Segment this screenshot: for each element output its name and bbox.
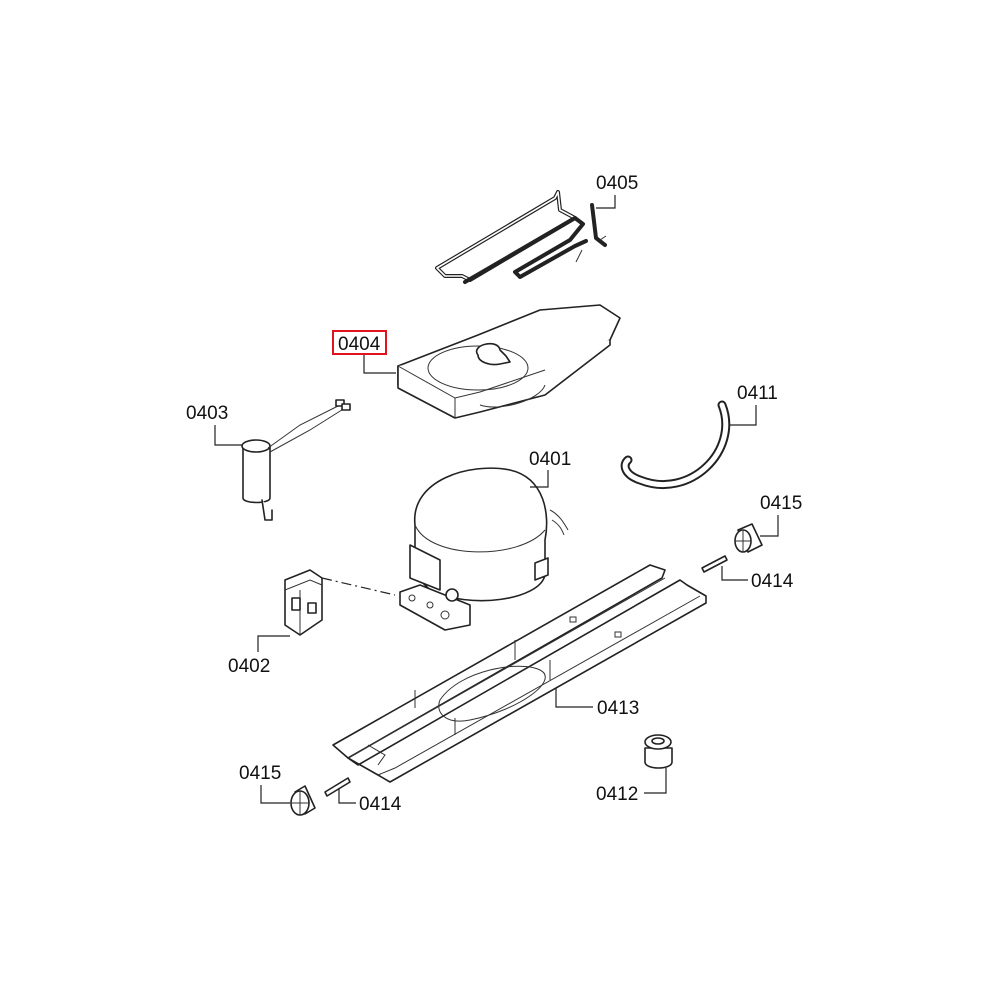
leader-lines: [214, 195, 779, 804]
part-0401-compressor[interactable]: [399, 467, 569, 631]
label-0414-left[interactable]: 0414: [359, 794, 402, 815]
part-0413-base-rail[interactable]: [332, 564, 707, 783]
part-0414-pin-left[interactable]: [324, 777, 351, 797]
part-0403-capacitor[interactable]: [241, 399, 351, 521]
part-0411-hose[interactable]: [620, 400, 731, 489]
part-0402-start-relay[interactable]: [284, 569, 396, 636]
label-0413[interactable]: 0413: [597, 698, 639, 719]
label-0415-left[interactable]: 0415: [239, 763, 281, 784]
label-0412[interactable]: 0412: [596, 784, 638, 805]
label-0411[interactable]: 0411: [737, 383, 778, 404]
label-0405[interactable]: 0405: [596, 173, 638, 194]
label-0415-right[interactable]: 0415: [760, 493, 802, 514]
label-0401[interactable]: 0401: [529, 449, 571, 470]
part-0415-foot-left[interactable]: [290, 785, 316, 816]
part-0415-foot-right[interactable]: [734, 523, 763, 553]
highlight-box-0404: [332, 330, 387, 355]
label-0403[interactable]: 0403: [186, 403, 228, 424]
part-0404-drip-tray[interactable]: [397, 304, 621, 419]
part-0405-heater-coil[interactable]: [435, 190, 607, 284]
part-0414-pin-right[interactable]: [701, 555, 728, 573]
label-0402[interactable]: 0402: [228, 656, 270, 677]
label-0414-right[interactable]: 0414: [751, 571, 794, 592]
part-0412-grommet[interactable]: [644, 734, 673, 769]
label-0404[interactable]: 0404: [338, 334, 381, 355]
